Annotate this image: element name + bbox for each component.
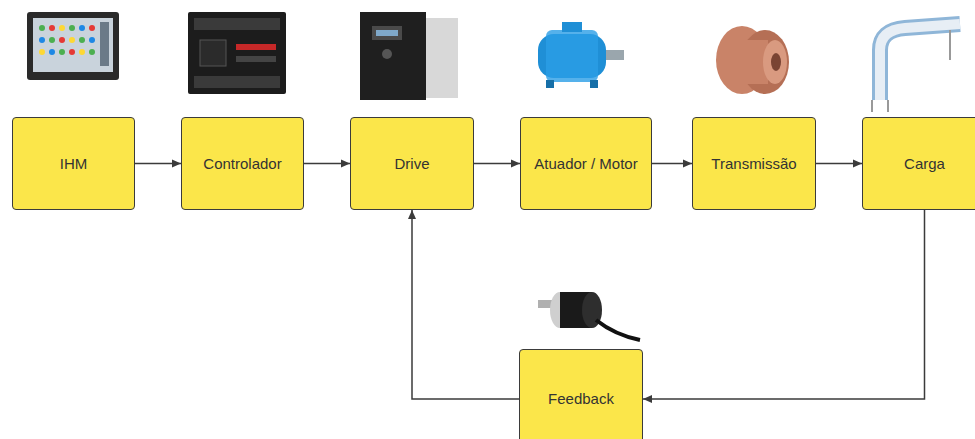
- flow-arrow: [304, 163, 350, 165]
- box-label: Controlador: [197, 154, 287, 174]
- process-box: Atuador / Motor: [520, 117, 652, 210]
- process-box: Transmissão: [692, 117, 816, 210]
- flow-arrow: [643, 210, 925, 399]
- process-box: IHM: [12, 117, 135, 210]
- motor-picture: [538, 22, 624, 88]
- box-label: Feedback: [542, 389, 620, 409]
- encoder-picture: [538, 292, 640, 340]
- process-box: Feedback: [519, 349, 643, 439]
- flow-arrow: [474, 163, 520, 165]
- box-label: IHM: [54, 154, 94, 174]
- box-label: Transmissão: [705, 154, 802, 174]
- box-label: Atuador / Motor: [528, 154, 643, 174]
- flow-arrow: [652, 163, 692, 165]
- flow-arrow: [412, 210, 519, 399]
- flow-arrow: [816, 163, 862, 165]
- process-box: Carga: [862, 117, 975, 210]
- coupling-picture: [716, 26, 789, 94]
- drive-picture: [360, 12, 458, 100]
- box-label: Drive: [388, 154, 435, 174]
- process-box: Drive: [350, 117, 474, 210]
- process-box: Controlador: [181, 117, 304, 210]
- box-label: Carga: [898, 154, 951, 174]
- conveyor-picture: [872, 24, 960, 112]
- hmi-picture: [27, 12, 119, 80]
- flow-arrow: [135, 163, 181, 165]
- plc-picture: [188, 12, 286, 94]
